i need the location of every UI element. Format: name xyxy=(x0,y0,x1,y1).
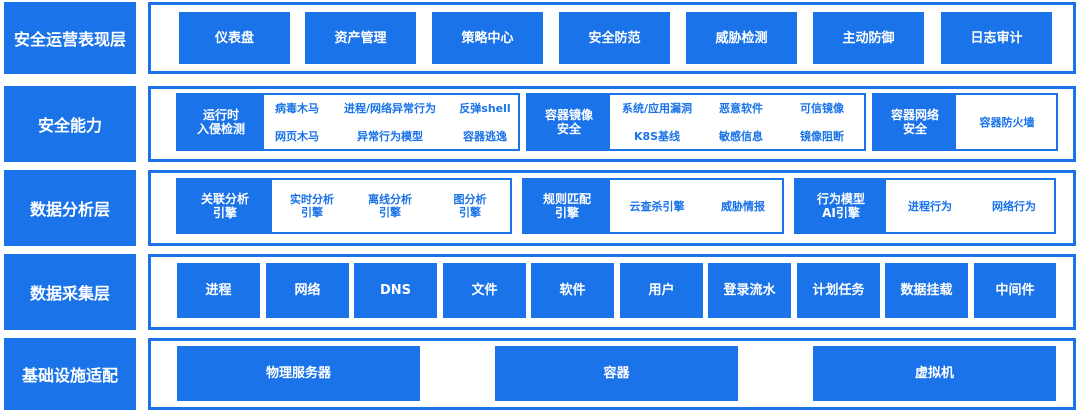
rule-matching-title: 规则匹配 引擎 xyxy=(524,180,610,232)
presentation-item-threat: 威胁检测 xyxy=(686,12,797,64)
collection-item-middleware: 中间件 xyxy=(974,263,1056,318)
behavior-model-item: 网络行为 xyxy=(992,199,1036,213)
presentation-item-dashboard: 仪表盘 xyxy=(179,12,290,64)
layer-label-infrastructure: 基础设施适配 xyxy=(4,338,136,410)
layer-label-collection: 数据采集层 xyxy=(4,254,136,330)
correlation-item: 图分析 引擎 xyxy=(453,193,487,219)
image-security-item: 可信镜像 xyxy=(800,101,844,115)
collection-item-mount: 数据挂载 xyxy=(885,263,968,318)
collection-item-file: 文件 xyxy=(443,263,526,318)
infra-item-vm: 虚拟机 xyxy=(813,346,1056,401)
collection-item-login: 登录流水 xyxy=(708,263,791,318)
collection-item-software: 软件 xyxy=(531,263,614,318)
collection-item-process: 进程 xyxy=(177,263,260,318)
network-security-item: 容器防火墙 xyxy=(979,115,1035,129)
layer-label-analysis: 数据分析层 xyxy=(4,170,136,246)
presentation-item-defense: 主动防御 xyxy=(813,12,924,64)
image-security-item: 恶意软件 xyxy=(719,101,763,115)
behavior-model-title: 行为模型 AI引擎 xyxy=(796,180,886,232)
correlation-title: 关联分析 引擎 xyxy=(178,180,272,232)
rule-matching-item: 云查杀引擎 xyxy=(629,199,685,213)
image-security-item: K8S基线 xyxy=(633,129,681,143)
correlation-item: 离线分析 引擎 xyxy=(368,193,412,219)
presentation-item-audit: 日志审计 xyxy=(941,12,1052,64)
rule-matching-item: 威胁情报 xyxy=(721,199,765,213)
runtime-item: 病毒木马 xyxy=(275,101,319,115)
network-security-title: 容器网络 安全 xyxy=(874,95,956,149)
correlation-item: 实时分析 引擎 xyxy=(290,193,334,219)
image-security-item: 系统/应用漏洞 xyxy=(621,101,693,115)
layer-label-capability: 安全能力 xyxy=(4,86,136,162)
runtime-item: 网页木马 xyxy=(275,129,319,143)
presentation-item-protection: 安全防范 xyxy=(559,12,670,64)
collection-item-scheduled-task: 计划任务 xyxy=(797,263,880,318)
image-security-item: 敏感信息 xyxy=(719,129,763,143)
runtime-item: 容器逃逸 xyxy=(463,129,507,143)
collection-item-network: 网络 xyxy=(266,263,349,318)
infra-item-physical-server: 物理服务器 xyxy=(177,346,420,401)
infra-item-container: 容器 xyxy=(495,346,738,401)
behavior-model-item: 进程行为 xyxy=(908,199,952,213)
runtime-item: 异常行为模型 xyxy=(357,129,423,143)
presentation-item-asset: 资产管理 xyxy=(305,12,416,64)
runtime-item: 反弹shell xyxy=(459,101,511,115)
collection-item-user: 用户 xyxy=(620,263,703,318)
image-security-title: 容器镜像 安全 xyxy=(528,95,610,149)
runtime-item: 进程/网络异常行为 xyxy=(343,101,437,115)
presentation-item-policy: 策略中心 xyxy=(432,12,543,64)
layer-label-presentation: 安全运营表现层 xyxy=(4,2,136,74)
runtime-title: 运行时 入侵检测 xyxy=(178,95,264,149)
image-security-item: 镜像阻断 xyxy=(800,129,844,143)
collection-item-dns: DNS xyxy=(354,263,437,318)
